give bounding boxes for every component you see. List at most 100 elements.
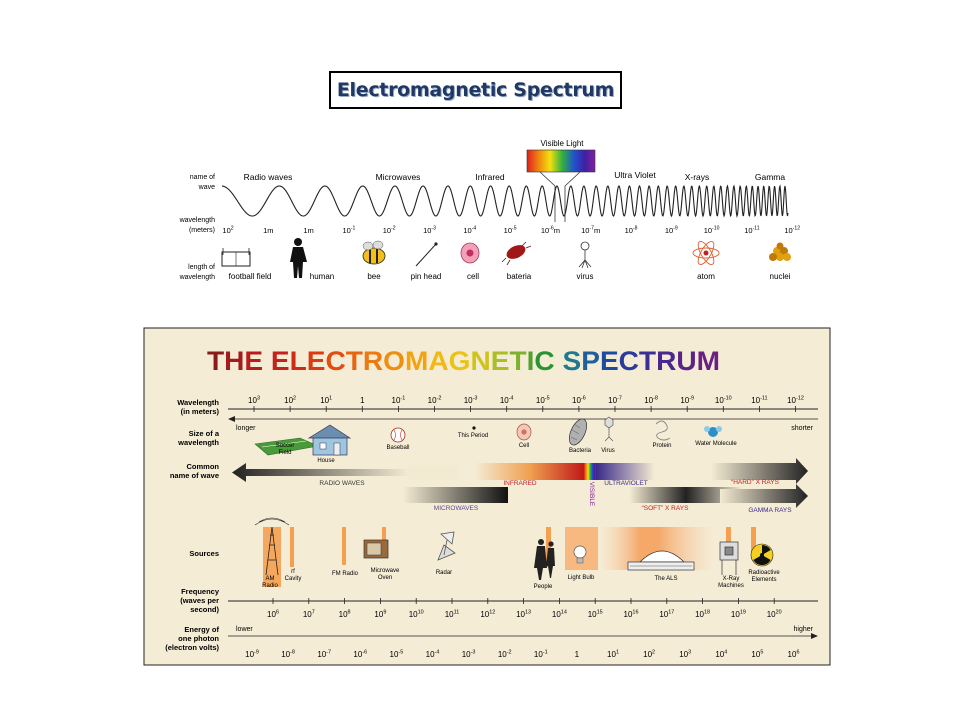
object-label: human [310, 272, 334, 281]
lower-higher-arrow: lower higher [228, 626, 818, 639]
object-label: football field [229, 272, 272, 281]
wave-name-label: Visible Light [541, 139, 585, 148]
top-wavelength-label: 10-11 [744, 226, 759, 235]
frequency-label: 1019 [731, 609, 746, 619]
source-label: Radio [262, 583, 278, 589]
bottom-wavelength-label: 10-6 [572, 395, 586, 405]
visible-band [584, 463, 596, 480]
als-building-icon [627, 550, 695, 571]
energy-label: 106 [788, 649, 800, 659]
energy-label: 10-8 [281, 649, 295, 659]
bottom-diagram: THE ELECTROMAGNETIC SPECTRUMTHE ELECTROM… [143, 327, 831, 666]
size-object-label: This Period [458, 433, 488, 439]
bottom-wavelength-label: 103 [248, 395, 260, 405]
size-object-label: Baseball [386, 445, 409, 451]
bottom-wavelength-label: 10-9 [680, 395, 694, 405]
cell-size-icon [516, 423, 532, 441]
energy-label: 103 [679, 649, 691, 659]
bottom-title: THE ELECTROMAGNETIC SPECTRUMTHE ELECTROM… [207, 346, 720, 376]
wavelength-row-label: Wavelength [177, 398, 219, 407]
band-label: ULTRAVIOLET [604, 480, 647, 487]
object-label: cell [467, 272, 479, 281]
bottom-wavelength-label: 10-1 [392, 395, 406, 405]
bottom-wavelength-label: 102 [284, 395, 296, 405]
frequency-label: 1015 [588, 609, 603, 619]
wave-name-label: Radio waves [244, 172, 293, 182]
wave-name-label: X-rays [685, 172, 710, 182]
energy-label: 10-5 [390, 649, 404, 659]
people-icon [534, 539, 555, 580]
band-label: GAMMA RAYS [748, 507, 792, 514]
frequency-label: 106 [267, 609, 279, 619]
top-wavelength-label: 102 [222, 226, 233, 235]
bottom-wavelength-label: 10-12 [787, 395, 804, 405]
am-radio-tower-icon [254, 517, 290, 576]
radioactive-bar [751, 527, 756, 553]
frequency-label: 1012 [480, 609, 495, 619]
top-wavelength-label: 10-7m [581, 226, 600, 235]
size-object-label: Cell [519, 443, 529, 449]
size-object-label: Protein [652, 443, 671, 449]
baseball-icon [390, 427, 406, 443]
people-bar [546, 527, 551, 567]
bottom-wavelength-label: 101 [320, 395, 332, 405]
band-label: INFRARED [503, 480, 537, 487]
pin-head-icon [415, 242, 438, 267]
frequency-row-label: (waves per [180, 596, 219, 605]
source-label: X-Ray [723, 576, 740, 582]
top-wavelength-label: 1m [263, 226, 273, 235]
size-object-label: House [317, 458, 335, 464]
top-wavelength-label: 10-8 [625, 226, 638, 235]
energy-row-label: Energy of [184, 625, 219, 634]
source-label: People [534, 584, 553, 590]
top-row-label: wavelength [179, 217, 216, 224]
energy-label: 10-4 [426, 649, 440, 659]
top-wavelength-label: 10-3 [423, 226, 436, 235]
size-object-label: Water Molecule [695, 441, 737, 447]
visible-light-connector [539, 171, 581, 222]
energy-label: 1 [575, 650, 580, 659]
source-label: Elements [751, 577, 776, 583]
bottom-wavelength-label: 10-11 [751, 395, 767, 405]
wave-name-label: Infrared [475, 172, 505, 182]
bottom-wavelength-label: 10-7 [608, 395, 622, 405]
energy-label: 104 [715, 649, 727, 659]
gamma-rays-band [720, 484, 808, 508]
source-label: Microwave [371, 568, 400, 574]
protein-icon [655, 420, 671, 441]
size-object-label: Bacteria [569, 448, 592, 454]
frequency-label: 108 [339, 609, 351, 619]
hard-xrays-band [712, 458, 808, 484]
lower-label: lower [236, 626, 253, 633]
page-title: Electromagnetic Spectrum [336, 79, 615, 101]
rf-cavity-bar [290, 527, 294, 567]
nuclei-icon [769, 242, 791, 261]
top-row-label: (meters) [189, 227, 215, 234]
bottom-wavelength-label: 10-5 [536, 395, 550, 405]
top-row-label: wave [198, 184, 215, 191]
band-label: “HARD” X RAYS [731, 479, 780, 486]
cell-icon [460, 242, 480, 264]
frequency-label: 1020 [767, 609, 782, 619]
frequency-label: 107 [303, 609, 315, 619]
sources-icons [254, 517, 774, 587]
energy-label: 105 [751, 649, 763, 659]
size-row-label: wavelength [177, 438, 219, 447]
microwave-bar [382, 527, 386, 547]
source-label: AM [266, 576, 275, 582]
source-label: FM Radio [332, 571, 359, 577]
light-bulb-icon [573, 545, 587, 564]
human-icon [290, 238, 307, 278]
source-label: Machines [718, 583, 744, 589]
bee-icon [362, 240, 386, 265]
frequency-row-label: Frequency [181, 587, 220, 596]
bacteria-size-icon [568, 418, 588, 446]
object-label: atom [697, 272, 715, 281]
source-label: Radioactive [748, 570, 780, 576]
football-field-icon [221, 248, 251, 267]
source-label: Cavity [285, 576, 302, 582]
common-name-bands [232, 458, 808, 508]
source-label: Light Bulb [568, 575, 595, 581]
